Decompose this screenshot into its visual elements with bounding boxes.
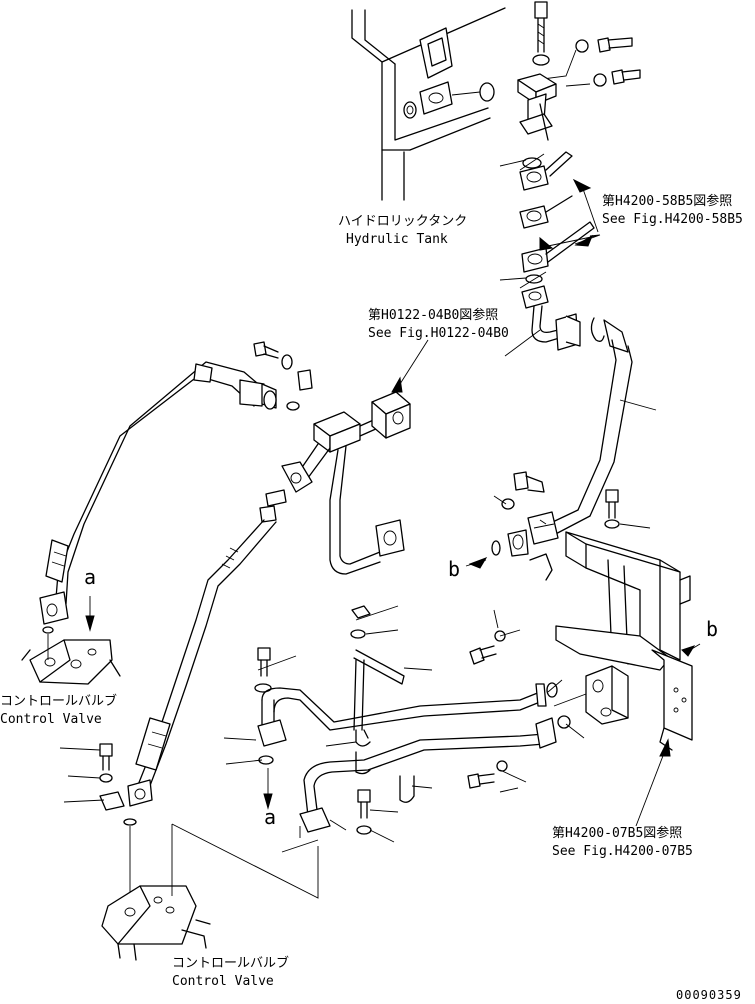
ref-h4200-07b5-en: See Fig.H4200-07B5 <box>552 844 693 859</box>
ref-h4200-07b5-jp: 第H4200-07B5図参照 <box>552 826 683 841</box>
control-valve-upper <box>21 626 121 685</box>
pipe-bracket <box>555 489 693 751</box>
marker-a-bottom: a <box>264 805 277 829</box>
hydraulic-tank-label-jp: ハイドロリックタンク <box>338 214 468 229</box>
return-hose <box>491 317 633 581</box>
hose-to-upper-valve <box>39 341 313 625</box>
ref-h0122-04b0-en: See Fig.H0122-04B0 <box>368 326 509 341</box>
drawing-number: 00090359 <box>676 988 742 1002</box>
left-valve-fittings <box>99 743 137 920</box>
control-valve-lower <box>101 823 319 961</box>
marker-b-right: b <box>706 617 719 641</box>
marker-a-top: a <box>84 565 97 589</box>
hydraulic-tank <box>351 7 506 201</box>
marker-b-left: b <box>448 557 461 581</box>
hydraulic-tank-label-en: Hydrulic Tank <box>346 232 448 247</box>
ref-h4200-58b5-jp: 第H4200-58B5図参照 <box>602 194 733 209</box>
control-valve-upper-label-en: Control Valve <box>0 712 102 727</box>
tee-block <box>281 391 411 575</box>
control-valve-lower-label-jp: コントロールバルブ <box>172 956 290 971</box>
arrows <box>85 178 701 827</box>
control-valve-upper-label-jp: コントロールバルブ <box>0 694 118 709</box>
tank-outlet-fittings <box>499 1 641 351</box>
ref-h0122-04b0-jp: 第H0122-04B0図参照 <box>368 308 499 323</box>
ref-h4200-58b5-en: See Fig.H4200-58B5 <box>602 212 743 227</box>
middle-pipes <box>254 605 571 835</box>
hose-to-lower-valve <box>127 489 287 807</box>
control-valve-lower-label-en: Control Valve <box>172 974 274 989</box>
